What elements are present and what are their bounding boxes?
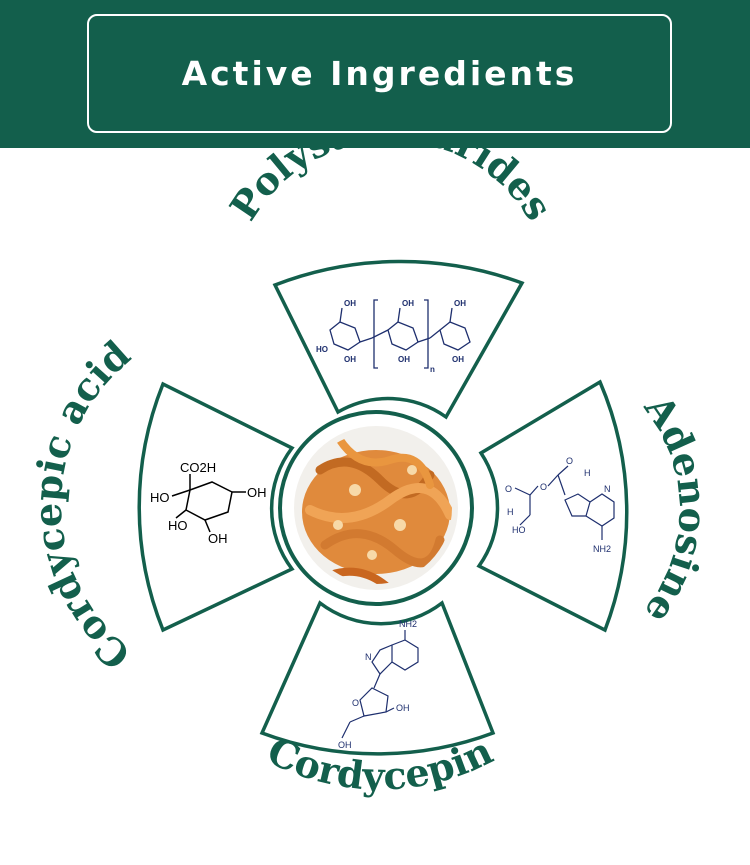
adenosine-nh2: NH2	[593, 544, 611, 554]
adenosine-structure	[514, 465, 615, 540]
quinic-co2h: CO2H	[180, 460, 216, 475]
quinic-oh-2: OH	[208, 531, 228, 546]
segment-left	[137, 381, 295, 633]
cordycepin-n: N	[365, 652, 372, 662]
segment-right	[476, 379, 629, 633]
segment-top	[272, 259, 525, 420]
poly-oh-1: OH	[344, 299, 356, 308]
poly-oh-3: OH	[454, 299, 466, 308]
quinic-ho-2: HO	[168, 518, 188, 533]
poly-oh-6: OH	[452, 355, 464, 364]
label-cordycepic-acid: Cordycepic acid	[25, 331, 139, 678]
ingredients-wheel: Polysaccharides Adenosine Cordycepin Cor…	[25, 148, 716, 799]
cordycepin-nh2: NH2	[399, 619, 417, 629]
title-frame: Active Ingredients	[87, 14, 672, 133]
adenosine-ho: HO	[512, 525, 526, 535]
cordyceps-photo	[278, 410, 474, 606]
cordycepin-oh-1: OH	[396, 703, 410, 713]
adenosine-o-1: O	[505, 484, 512, 494]
label-polysaccharides: Polysaccharides	[221, 148, 562, 228]
adenosine-h-1: H	[507, 507, 514, 517]
quinic-oh-1: OH	[247, 485, 267, 500]
label-adenosine: Adenosine	[635, 386, 716, 633]
poly-oh-5: OH	[398, 355, 410, 364]
adenosine-o-2: O	[540, 482, 547, 492]
polysaccharide-structure	[329, 299, 471, 369]
adenosine-o-3: O	[566, 456, 573, 466]
cordycepin-o: O	[352, 698, 359, 708]
adenosine-n: N	[604, 484, 611, 494]
header-banner: Active Ingredients	[0, 0, 750, 148]
adenosine-h-2: H	[584, 468, 591, 478]
cordycepin-oh-2: OH	[338, 740, 352, 750]
poly-n: n	[430, 365, 435, 374]
poly-ho: HO	[316, 345, 328, 354]
page-title: Active Ingredients	[181, 54, 578, 93]
poly-oh-2: OH	[402, 299, 414, 308]
cordycepin-structure	[341, 630, 419, 739]
quinic-ho-1: HO	[150, 490, 170, 505]
poly-oh-4: OH	[344, 355, 356, 364]
cordycepic-acid-structure	[171, 474, 246, 533]
